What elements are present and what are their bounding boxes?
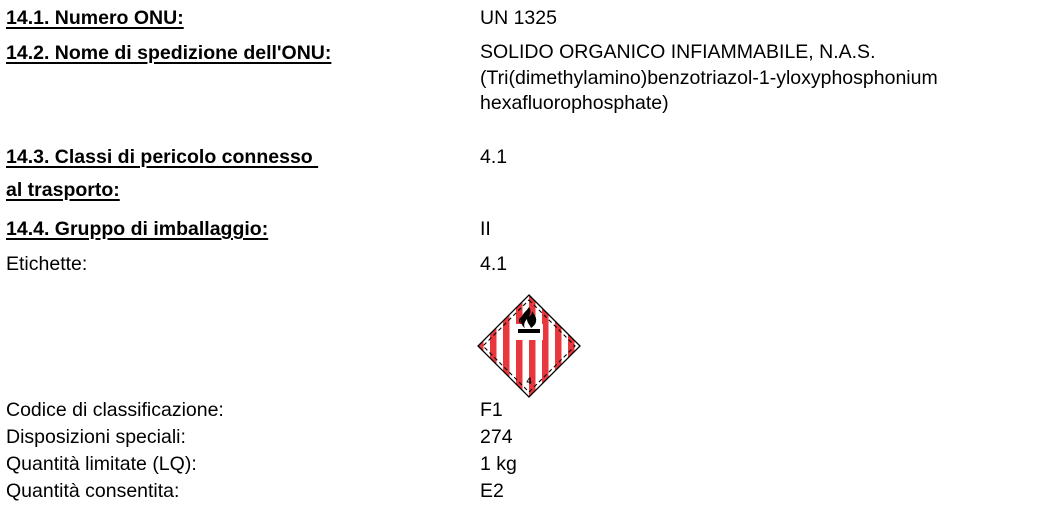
placard-outer-border bbox=[477, 294, 581, 398]
flammable-solid-placard-icon: 4 bbox=[477, 294, 581, 398]
placard-class-number: 4 bbox=[526, 376, 531, 386]
placard-stripe bbox=[529, 295, 536, 397]
placard-stripe bbox=[490, 295, 497, 397]
labels-value: 4.1 bbox=[480, 253, 508, 275]
flame-icon bbox=[515, 307, 543, 340]
hazard-class-heading-line-2: al trasporto: bbox=[6, 178, 120, 201]
shipping-name-value: SOLIDO ORGANICO INFIAMMABILE, N.A.S. (Tr… bbox=[480, 40, 938, 117]
shipping-name-heading: 14.2. Nome di spedizione dell'ONU: bbox=[6, 42, 332, 64]
hazard-class-heading: 14.3. Classi di pericolo connesso al tra… bbox=[6, 145, 318, 203]
placard-inner-dashed-border bbox=[482, 299, 576, 393]
shipping-name-line-3: hexafluorophosphate) bbox=[480, 92, 669, 114]
hazard-class-heading-line-1: 14.3. Classi di pericolo connesso bbox=[6, 146, 319, 168]
classification-code-label: Codice di classificazione: bbox=[6, 399, 224, 421]
un-number-heading: 14.1. Numero ONU: bbox=[6, 7, 184, 29]
labels-label: Etichette: bbox=[6, 253, 88, 275]
hazard-class-value: 4.1 bbox=[480, 146, 508, 168]
placard-stripes bbox=[478, 295, 575, 397]
shipping-name-line-1: SOLIDO ORGANICO INFIAMMABILE, N.A.S. bbox=[480, 41, 876, 63]
limited-quantities-label: Quantità limitate (LQ): bbox=[6, 453, 197, 475]
limited-quantities-value: 1 kg bbox=[480, 453, 517, 475]
packing-group-value: II bbox=[480, 218, 491, 240]
placard-stripe bbox=[478, 295, 484, 397]
shipping-name-line-2: (Tri(dimethylamino)benzotriazol-1-yloxyp… bbox=[480, 66, 938, 89]
special-provisions-value: 274 bbox=[480, 426, 513, 448]
special-provisions-label: Disposizioni speciali: bbox=[6, 426, 186, 448]
classification-code-value: F1 bbox=[480, 399, 503, 421]
placard-stripe bbox=[542, 295, 549, 397]
placard-stripe bbox=[516, 295, 523, 397]
placard-stripe bbox=[503, 295, 510, 397]
un-number-value: UN 1325 bbox=[480, 7, 557, 29]
excepted-quantities-label: Quantità consentita: bbox=[6, 480, 180, 502]
packing-group-heading: 14.4. Gruppo di imballaggio: bbox=[6, 218, 269, 240]
placard-stripe bbox=[568, 295, 575, 397]
placard-stripe bbox=[555, 295, 562, 397]
excepted-quantities-value: E2 bbox=[480, 480, 504, 502]
